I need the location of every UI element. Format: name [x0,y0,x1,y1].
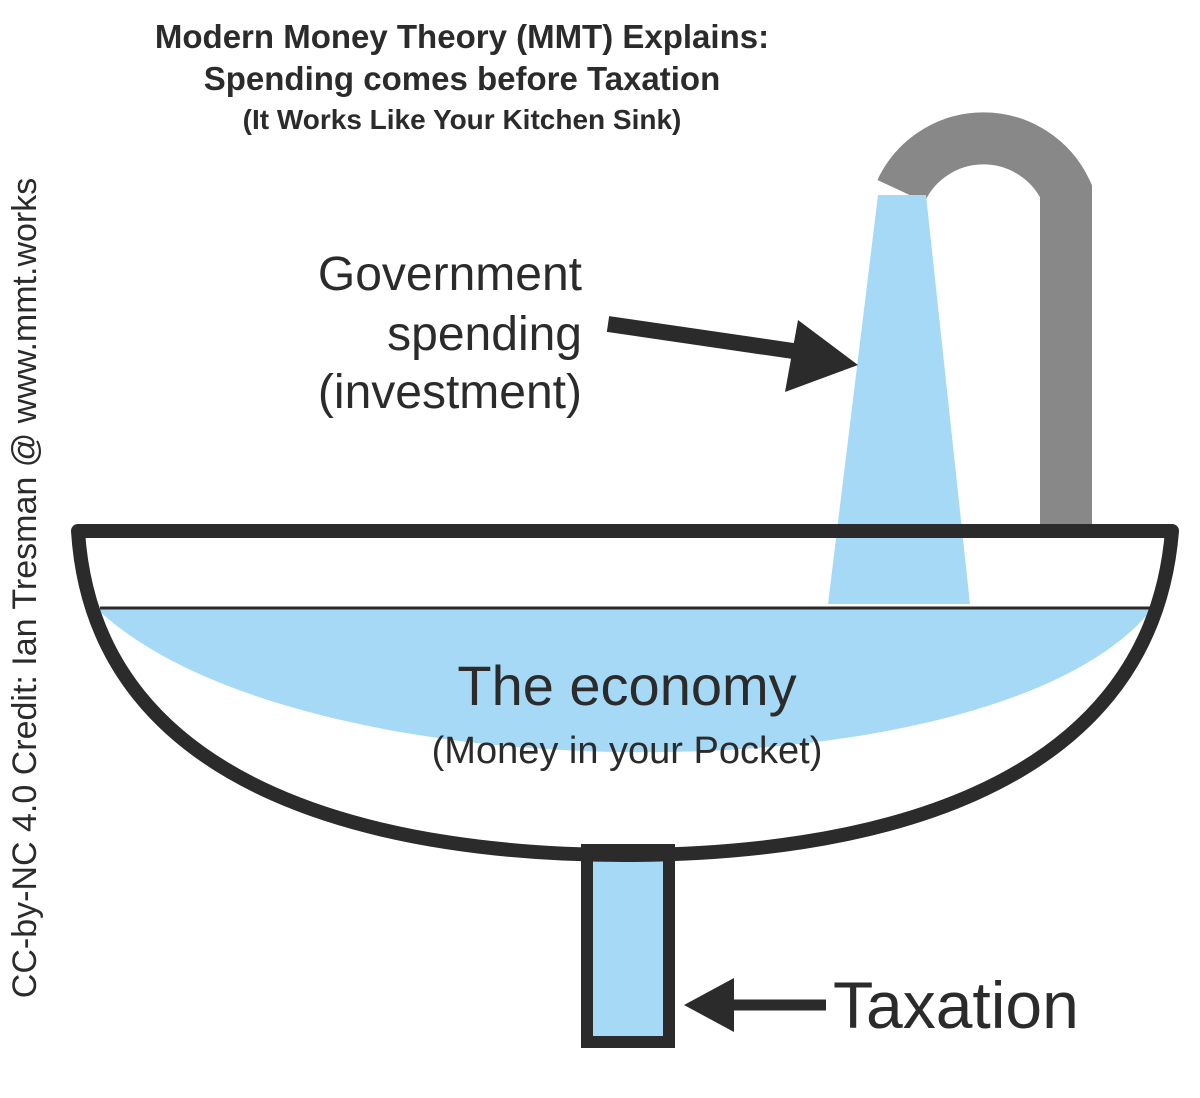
title-block: Modern Money Theory (MMT) Explains: Spen… [155,18,769,135]
spending-label: Government spending (investment) [318,248,582,419]
spending-label-line-2: spending [387,308,582,361]
spending-arrow-icon [606,316,858,392]
spending-arrow-head [785,320,858,392]
credit-text: CC-by-NC 4.0 Credit: Ian Tresman @ www.m… [6,178,44,998]
taxation-arrow-head [684,978,734,1032]
taxation-arrow-icon [684,978,826,1032]
spending-label-line-1: Government [318,248,582,301]
sink-basin-outline [71,524,1179,862]
drain-pipe [581,844,675,1048]
economy-label: The economy (Money in your Pocket) [432,654,823,772]
spending-arrow-shaft [606,316,802,360]
title-line-1: Modern Money Theory (MMT) Explains: [155,18,769,55]
tap-pipe [877,112,1092,527]
economy-label-subtitle: (Money in your Pocket) [432,730,823,772]
economy-water [97,609,1152,753]
title-line-2: Spending comes before Taxation [204,60,720,97]
title-line-3: (It Works Like Your Kitchen Sink) [243,104,682,135]
taxation-label: Taxation [833,968,1079,1042]
tap-icon [877,112,1092,527]
spending-stream [828,195,970,604]
economy-label-title: The economy [457,654,796,717]
spending-label-line-3: (investment) [318,366,582,419]
